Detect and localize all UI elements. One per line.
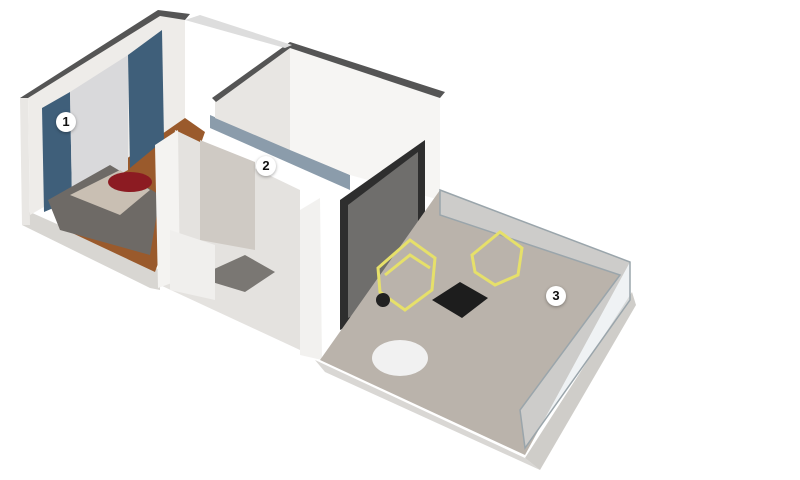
bathroom-front-wall (170, 230, 215, 300)
chair-left (376, 238, 437, 312)
pouf (372, 340, 428, 376)
room-marker-bedroom[interactable]: 1 (56, 112, 76, 132)
terrace-slab-side (525, 292, 636, 470)
bed-throw (108, 172, 152, 192)
bedroom-wall-cap (20, 10, 190, 98)
room-marker-terrace[interactable]: 3 (546, 286, 566, 306)
bedroom-left-wall (20, 96, 30, 225)
partition-wall (300, 198, 322, 360)
side-table (376, 293, 390, 307)
vanity (212, 255, 275, 292)
room-marker-bathroom[interactable]: 2 (256, 156, 276, 176)
chair-right (470, 230, 524, 287)
glass-railing (439, 188, 631, 450)
living-back-wall (215, 45, 290, 150)
coffee-table (432, 282, 488, 318)
sheer-curtain (70, 55, 128, 200)
bedroom-slab (22, 212, 160, 290)
bathroom-top-wall (185, 15, 292, 48)
shower-tiles (200, 140, 255, 250)
terrace (315, 188, 636, 470)
bathroom (155, 115, 350, 350)
bathroom-back-wall (210, 115, 350, 190)
curtain-right (128, 30, 164, 168)
terrace-slab-front (315, 360, 540, 470)
living-wall-cap (212, 42, 445, 102)
